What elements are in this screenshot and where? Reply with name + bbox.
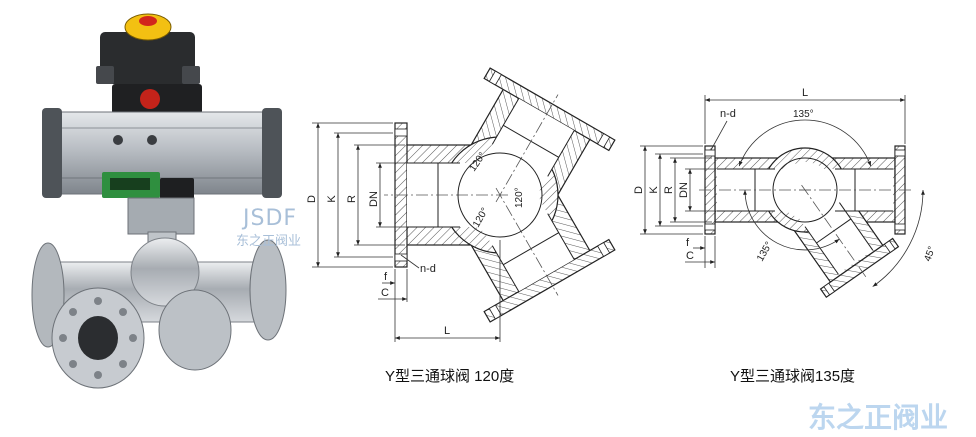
centerline [495,187,559,296]
bolt-hole [394,253,408,262]
dim-label-DN: DN [678,182,690,198]
bolt-hole [894,149,906,157]
angle-label: 135° [793,109,814,120]
green-display-module [102,172,160,198]
flange-bolt [129,334,137,342]
bore-edges [384,94,575,296]
ball-outline [457,152,543,238]
cable-gland-left [96,66,114,84]
limit-switch-box [96,13,200,84]
caption-135: Y型三通球阀135度 [730,368,855,385]
bore-edge [838,202,874,251]
bolt-hole [488,70,502,86]
indicator-top [139,16,157,26]
flange-bolt [119,308,127,316]
dim-label-R: R [346,195,358,203]
flange-bolt [94,371,102,379]
bore-edge [491,98,520,145]
flange-bolt [69,308,77,316]
dim-label-DN: DN [368,191,380,207]
right-flange [249,239,287,341]
air-port [147,135,157,145]
valve-body [31,237,287,389]
flange-bolt [94,297,102,305]
cable-gland-right [182,66,200,84]
lower-right-flange [158,289,232,371]
dim-label-R: R [663,186,675,194]
caption-120: Y型三通球阀 120度 [385,368,514,385]
dim-label-f: f [686,237,690,249]
dimensions-120: D K R DN f C n-d L [306,122,501,342]
dim-label-L: L [802,87,808,99]
bolt-hole [894,223,906,231]
body-dome [130,237,200,307]
angle-label: 135° [755,240,775,263]
bolt-hole [823,282,836,296]
dim-label-D: D [633,186,645,194]
dim-label-C: C [381,287,389,299]
dim-label-K: K [648,186,660,194]
bolt-hole [597,241,611,257]
photo-watermark-brand: JSDF [241,206,297,231]
dim-label-C: C [686,250,694,262]
footer-watermark: 东之正阀业 [808,401,948,434]
dim-label-n-d: n-d [420,263,436,275]
bolt-hole [704,223,716,231]
bore-edge-left [384,162,508,228]
air-port [113,135,123,145]
leader-line-n-d [710,120,728,151]
angle-arc-right [872,189,925,287]
leader-line-n-d [400,254,420,269]
bolt-hole [488,304,502,320]
angle-arc-lower [743,189,840,251]
display-window [110,178,150,190]
dim-label-D: D [306,195,318,203]
indicator-dome [124,13,172,41]
photo-watermark-company: 东之正阀业 [236,234,301,249]
dim-label-f: f [384,271,388,283]
switch-housing [100,32,195,84]
bore-edge [547,130,575,177]
dimensions-135: D K R DN f C n-d L [633,87,906,268]
bolt-hole [597,133,611,149]
bolt-hole [704,149,716,157]
bore-edge-upper [491,94,575,203]
dim-label-K: K [326,195,338,203]
actuator-end-cap-right [262,108,282,198]
drawing-120: 120° 120° 120° D K R DN f C [306,67,616,385]
dim-label-n-d: n-d [720,108,736,120]
flange-bolt [69,360,77,368]
dim-label-L: L [444,325,450,337]
flange-bolt [59,334,67,342]
bracket-plate [127,197,195,235]
angle-arc-top [738,119,872,167]
bore-edge [491,245,520,292]
angle-label: 120° [514,187,525,208]
bolt-hole [394,128,408,137]
red-button [140,89,160,109]
centerline [495,94,559,203]
actuator-end-cap-left [42,108,62,198]
angle-label: 45° [922,245,938,263]
bore-edge-lower [491,187,575,296]
solenoid-block [112,84,202,114]
valve-photo: JSDF 东之正阀业 [31,13,301,389]
bore-edge [547,213,575,260]
drawing-135: 135° 135° 45° D K R DN f [633,87,938,385]
flange-bolt [119,360,127,368]
front-flange-bore [78,316,118,360]
